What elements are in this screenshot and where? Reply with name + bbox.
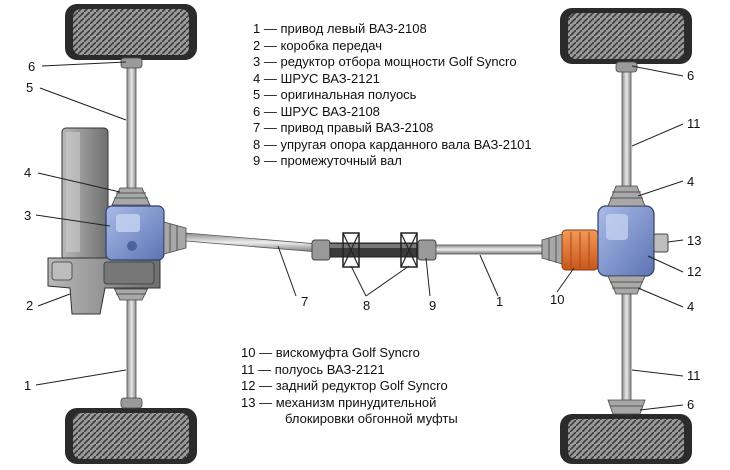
legend-number: 5 xyxy=(253,87,261,102)
callout-7: 7 xyxy=(301,294,308,309)
right-half-shaft-upper xyxy=(615,61,638,191)
cv-joint-ptu-output xyxy=(163,221,187,255)
viscous-coupling xyxy=(561,229,599,271)
callout-1-left: 1 xyxy=(24,378,31,393)
legend-number: 2 xyxy=(253,37,261,53)
legend-row: 12 — задний редуктор Golf Syncro xyxy=(241,378,448,393)
legend-row: 9 — промежуточный вал xyxy=(253,153,402,168)
callout-2: 2 xyxy=(26,298,33,313)
legend-text: ШРУС ВАЗ-2121 xyxy=(280,70,380,86)
callout-labels: 6 5 4 3 2 1 7 8 9 1 10 6 11 4 13 12 4 11… xyxy=(24,59,701,412)
cv-joint-right-wheel-lower xyxy=(607,399,646,415)
legend-row: 10 — вискомуфта Golf Syncro xyxy=(241,345,420,360)
freewheel-lock-mechanism xyxy=(653,233,669,253)
legend-row: 8 — упругая опора карданного вала ВАЗ-21… xyxy=(253,136,532,152)
legend-bottom: 10 — вискомуфта Golf Syncro 11 — полуось… xyxy=(241,345,458,428)
callout-4-right-top: 4 xyxy=(687,174,694,189)
legend-row: 5 — оригинальная полуось xyxy=(253,87,417,102)
callout-4-right-bot: 4 xyxy=(687,299,694,314)
legend-number: 13 xyxy=(241,394,256,410)
callout-9: 9 xyxy=(429,298,436,313)
legend-number: 12 xyxy=(241,378,256,393)
wheel-rear-left xyxy=(65,408,197,464)
legend-row-continuation: блокировки обгонной муфты xyxy=(241,411,458,428)
power-take-off-unit xyxy=(105,205,165,261)
right-half-shaft-lower xyxy=(621,291,632,415)
legend-text: вискомуфта Golf Syncro xyxy=(275,345,420,360)
legend-number: 1 xyxy=(253,21,261,36)
intermediate-shaft xyxy=(311,239,437,261)
cv-joint-right-upper xyxy=(607,185,646,207)
callout-1-mid: 1 xyxy=(496,294,503,309)
legend-text: промежуточный вал xyxy=(280,153,402,168)
callout-6-left: 6 xyxy=(28,59,35,74)
left-half-shaft-upper xyxy=(120,57,143,199)
cv-joint-right-lower xyxy=(607,275,646,295)
legend-text: механизм принудительной xyxy=(275,394,437,410)
legend-text: блокировки обгонной муфты xyxy=(285,411,458,426)
legend-text: коробка передач xyxy=(280,37,383,53)
right-drive-shaft-segment xyxy=(185,232,319,253)
callout-5: 5 xyxy=(26,80,33,95)
elastic-support-right xyxy=(400,232,418,268)
legend-row: 13 — механизм принудительной xyxy=(241,394,437,410)
legend-row: 7 — привод правый ВАЗ-2108 xyxy=(253,120,434,135)
legend-text: оригинальная полуось xyxy=(280,87,417,102)
left-half-shaft-lower xyxy=(120,289,143,409)
legend-top: 1 — привод левый ВАЗ-2108 2 — коробка пе… xyxy=(253,21,532,170)
legend-text: упругая опора карданного вала ВАЗ-2101 xyxy=(280,136,532,152)
wheel-front-left xyxy=(65,4,197,60)
legend-row: 6 — ШРУС ВАЗ-2108 xyxy=(253,103,380,119)
legend-number: 9 xyxy=(253,153,261,168)
cv-joint-left-upper xyxy=(111,187,151,206)
legend-text: редуктор отбора мощности Golf Syncro xyxy=(280,54,517,69)
callout-12: 12 xyxy=(687,264,701,279)
callout-13: 13 xyxy=(687,233,701,248)
callout-3: 3 xyxy=(24,208,31,223)
legend-row: 1 — привод левый ВАЗ-2108 xyxy=(253,21,427,36)
legend-row: 11 — полуось ВАЗ-2121 xyxy=(241,361,385,377)
rear-differential xyxy=(597,205,655,277)
callout-8: 8 xyxy=(363,298,370,313)
gearbox xyxy=(47,127,161,315)
legend-text: задний редуктор Golf Syncro xyxy=(275,378,448,393)
wheel-rear-right xyxy=(560,414,692,464)
legend-number: 3 xyxy=(253,54,261,69)
legend-text: привод левый ВАЗ-2108 xyxy=(280,21,427,36)
callout-11-bot: 11 xyxy=(687,368,701,383)
legend-number: 8 xyxy=(253,136,261,152)
legend-text: ШРУС ВАЗ-2108 xyxy=(280,103,380,119)
leader-lines xyxy=(35,61,684,411)
callout-11-top: 11 xyxy=(687,116,701,131)
callout-6-right-top: 6 xyxy=(687,68,694,83)
legend-row: 4 — ШРУС ВАЗ-2121 xyxy=(253,70,380,86)
legend-text: привод правый ВАЗ-2108 xyxy=(280,120,434,135)
legend-row: 3 — редуктор отбора мощности Golf Syncro xyxy=(253,54,517,69)
wheel-front-right xyxy=(560,8,692,64)
callout-10: 10 xyxy=(550,292,564,307)
legend-row: 2 — коробка передач xyxy=(253,37,383,53)
legend-number: 6 xyxy=(253,103,261,119)
callout-6-right-bot: 6 xyxy=(687,397,694,412)
legend-number: 4 xyxy=(253,70,261,86)
legend-number: 11 xyxy=(241,361,255,377)
callout-4-left: 4 xyxy=(24,165,31,180)
left-drive-shaft-segment xyxy=(435,244,543,255)
legend-number: 10 xyxy=(241,345,256,360)
legend-number: 7 xyxy=(253,120,261,135)
legend-text: полуось ВАЗ-2121 xyxy=(274,361,385,377)
cv-joint-rear-input xyxy=(541,233,563,265)
